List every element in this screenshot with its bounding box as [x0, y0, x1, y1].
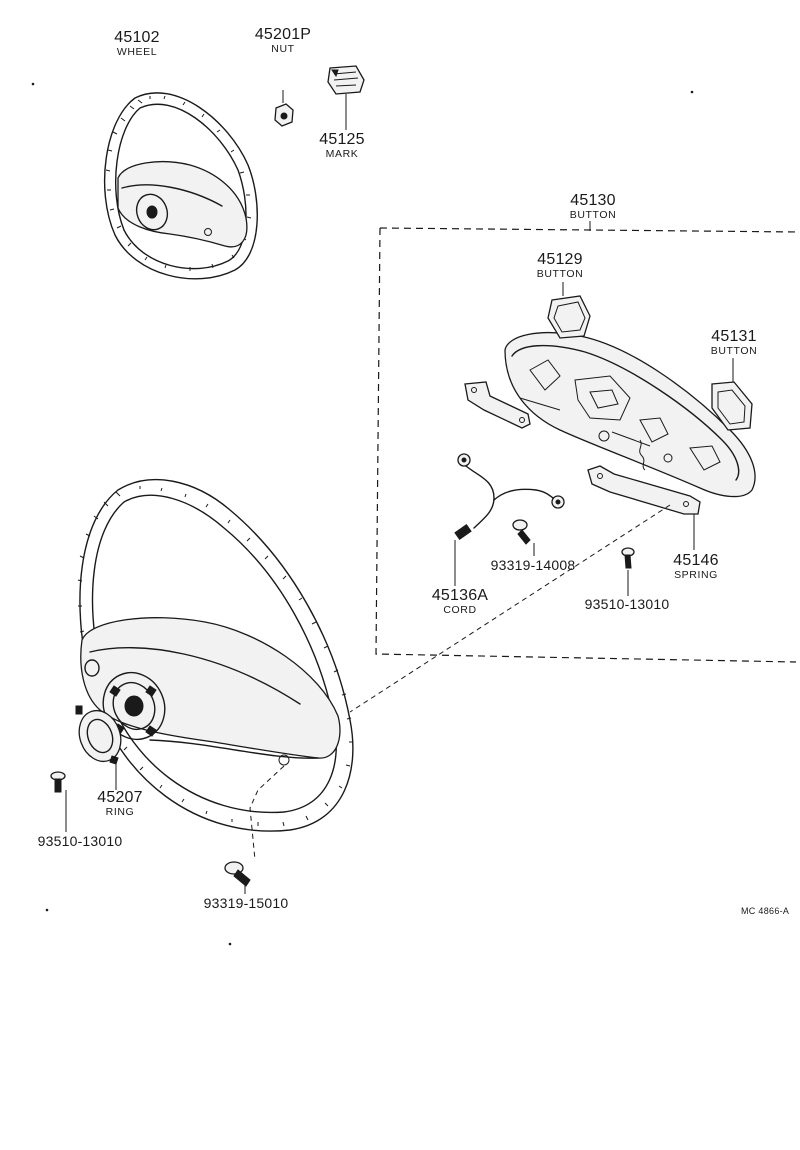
- screw-icon: [621, 547, 635, 596]
- part-number: 45102: [114, 29, 160, 46]
- part-name: BUTTON: [536, 268, 584, 280]
- alignment-line: [349, 504, 671, 713]
- part-name: CORD: [443, 604, 477, 616]
- cord-icon: [454, 453, 565, 586]
- part-number: 93510-13010: [584, 596, 670, 612]
- label-mark: 45125 MARK: [319, 132, 365, 160]
- part-number: 45136A: [431, 587, 489, 604]
- button-assembly-boundary: [375, 221, 800, 663]
- part-name: BUTTON: [710, 345, 758, 357]
- steering-wheel-icon: [77, 478, 354, 861]
- label-screw-cord: 93319-14008: [491, 558, 576, 572]
- nut-icon: [274, 90, 294, 127]
- label-button-left: 45129 BUTTON: [537, 252, 584, 280]
- screw-icon: [224, 861, 251, 894]
- diagram-reference-code: MC 4866-A: [741, 906, 790, 916]
- part-number: 45125: [319, 131, 365, 148]
- mark-emblem-icon: [327, 65, 365, 130]
- part-number: 45130: [570, 192, 616, 209]
- label-screw-wheel: 93319-15010: [204, 896, 289, 910]
- label-wheel: 45102 WHEEL: [114, 30, 160, 58]
- label-cord: 45136A CORD: [432, 588, 488, 616]
- part-number: 45129: [537, 251, 583, 268]
- label-nut: 45201P NUT: [255, 27, 311, 55]
- part-name: NUT: [271, 43, 295, 55]
- label-ring: 45207 RING: [97, 790, 143, 818]
- screw-icon: [512, 519, 535, 556]
- part-name: MARK: [325, 148, 359, 160]
- part-number: 45146: [673, 552, 719, 569]
- part-number: 93319-15010: [203, 895, 289, 911]
- label-button-assembly: 45130 BUTTON: [570, 193, 617, 221]
- part-number: 93319-14008: [490, 557, 576, 573]
- part-name: BUTTON: [569, 209, 617, 221]
- label-button-right: 45131 BUTTON: [711, 329, 758, 357]
- label-screw-ring: 93510-13010: [38, 834, 123, 848]
- screw-icon: [50, 771, 67, 832]
- button-right-icon: [711, 358, 753, 431]
- label-spring: 45146 SPRING: [673, 553, 719, 581]
- part-number: 45207: [97, 789, 143, 806]
- part-number: 45131: [711, 328, 757, 345]
- small-steering-wheel-icon: [103, 92, 258, 280]
- part-name: RING: [105, 806, 135, 818]
- spring-plate-icon: [587, 465, 701, 550]
- label-screw-spring: 93510-13010: [585, 597, 670, 611]
- bracket-plate-icon: [464, 381, 531, 429]
- ring-icon: [75, 705, 122, 790]
- part-number: 93510-13010: [37, 833, 123, 849]
- button-left-icon: [547, 282, 591, 339]
- part-number: 45201P: [254, 26, 312, 43]
- part-name: SPRING: [674, 569, 718, 581]
- part-name: WHEEL: [116, 46, 158, 58]
